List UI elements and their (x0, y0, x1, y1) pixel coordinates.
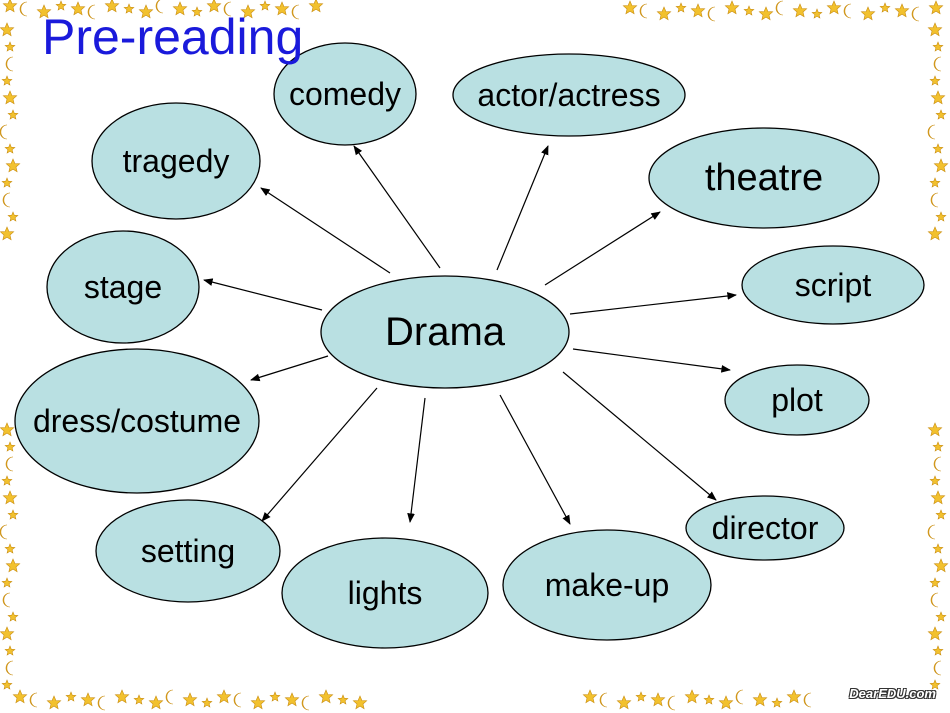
node-plot: plot (725, 365, 869, 435)
arrow-to-director (563, 372, 716, 500)
node-script-label: script (795, 267, 872, 303)
node-makeup-label: make-up (545, 567, 670, 603)
arrow-to-actor (497, 146, 548, 270)
node-lights: lights (282, 538, 488, 648)
node-comedy-label: comedy (289, 76, 401, 112)
node-setting-label: setting (141, 533, 235, 569)
node-tragedy: tragedy (92, 103, 260, 219)
arrow-to-tragedy (261, 188, 390, 273)
node-actor: actor/actress (453, 54, 685, 136)
node-costume-label: dress/costume (33, 403, 241, 439)
node-script: script (742, 246, 924, 324)
node-lights-label: lights (348, 575, 423, 611)
arrow-to-lights (410, 398, 425, 522)
arrow-to-makeup (500, 395, 570, 524)
node-tragedy-label: tragedy (123, 143, 230, 179)
arrow-to-theatre (545, 212, 660, 285)
node-theatre-label: theatre (705, 157, 823, 199)
arrow-to-script (570, 295, 736, 314)
node-director-label: director (712, 510, 819, 546)
node-makeup: make-up (503, 530, 711, 640)
node-director: director (686, 496, 844, 560)
arrow-to-setting (262, 388, 377, 521)
node-costume: dress/costume (15, 349, 259, 493)
node-theatre: theatre (649, 128, 879, 228)
watermark-brand: DearEDU.com (849, 687, 936, 701)
node-stage-label: stage (84, 269, 162, 305)
arrow-to-plot (573, 349, 730, 370)
arrow-to-costume (251, 356, 328, 380)
node-setting: setting (96, 500, 280, 602)
page-title: Pre-reading (42, 12, 303, 62)
node-drama-center: Drama (321, 276, 569, 388)
arrow-to-comedy (354, 146, 440, 268)
arrow-to-stage (204, 280, 322, 310)
watermark-logo: DearEDU.com (849, 687, 936, 701)
node-drama-center-label: Drama (385, 310, 506, 354)
node-plot-label: plot (771, 382, 823, 418)
node-stage: stage (47, 231, 199, 343)
node-actor-label: actor/actress (477, 77, 660, 113)
